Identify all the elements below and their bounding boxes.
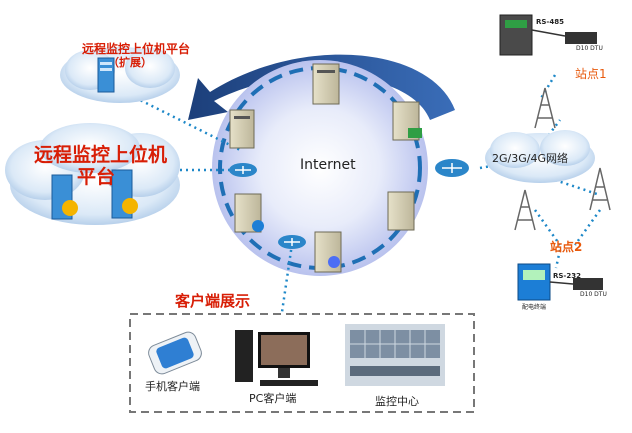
platform-main-subtitle: 平台 xyxy=(77,166,116,188)
mobile-client-label: 手机客户端 xyxy=(145,380,200,393)
server-lower-right xyxy=(387,191,415,231)
internet-glow xyxy=(212,60,428,276)
tower-2 xyxy=(514,189,536,231)
platform-ext-cloud xyxy=(60,47,180,103)
clients-title: 客户端展示 xyxy=(175,292,251,310)
router-bottom xyxy=(278,235,306,249)
network-label: 2G/3G/4G网络 xyxy=(492,152,568,165)
server-upper-left xyxy=(229,109,255,149)
station1-device xyxy=(499,14,597,56)
station2-terminal-label: 配电终端 xyxy=(522,304,547,311)
tower-1 xyxy=(534,87,556,129)
station1-device-label: RS-485 xyxy=(536,18,564,26)
station2-device-label: RS-232 xyxy=(553,272,581,280)
monitoring-center-image xyxy=(345,324,445,386)
flow-arrow xyxy=(188,54,455,120)
pc-icon xyxy=(235,330,318,386)
platform-ext-subtitle: （扩展） xyxy=(108,56,152,69)
platform-main-cloud xyxy=(5,123,180,225)
station1-dtu-label: D10 DTU xyxy=(576,45,603,52)
client-box xyxy=(129,313,475,413)
server-lower-left xyxy=(234,193,264,233)
router-left xyxy=(229,163,257,177)
tower-3 xyxy=(589,167,611,211)
station2-device xyxy=(517,263,603,301)
platform-main-title: 远程监控上位机 xyxy=(34,144,168,166)
pc-client-label: PC客户端 xyxy=(249,392,297,405)
station1-label: 站点1 xyxy=(575,67,607,81)
router-right xyxy=(435,159,469,177)
server-upper-right xyxy=(392,101,422,141)
platform-ext-title: 远程监控上位机平台 xyxy=(82,42,191,56)
internet-label: Internet xyxy=(300,157,356,173)
station2-label: 站点2 xyxy=(550,240,583,254)
station2-dtu-label: D10 DTU xyxy=(580,291,607,298)
server-bottom xyxy=(314,231,342,273)
mobile-network-cloud xyxy=(485,130,595,183)
phone-icon xyxy=(148,331,202,375)
monitoring-center-label: 监控中心 xyxy=(375,395,419,408)
server-top xyxy=(312,63,340,105)
